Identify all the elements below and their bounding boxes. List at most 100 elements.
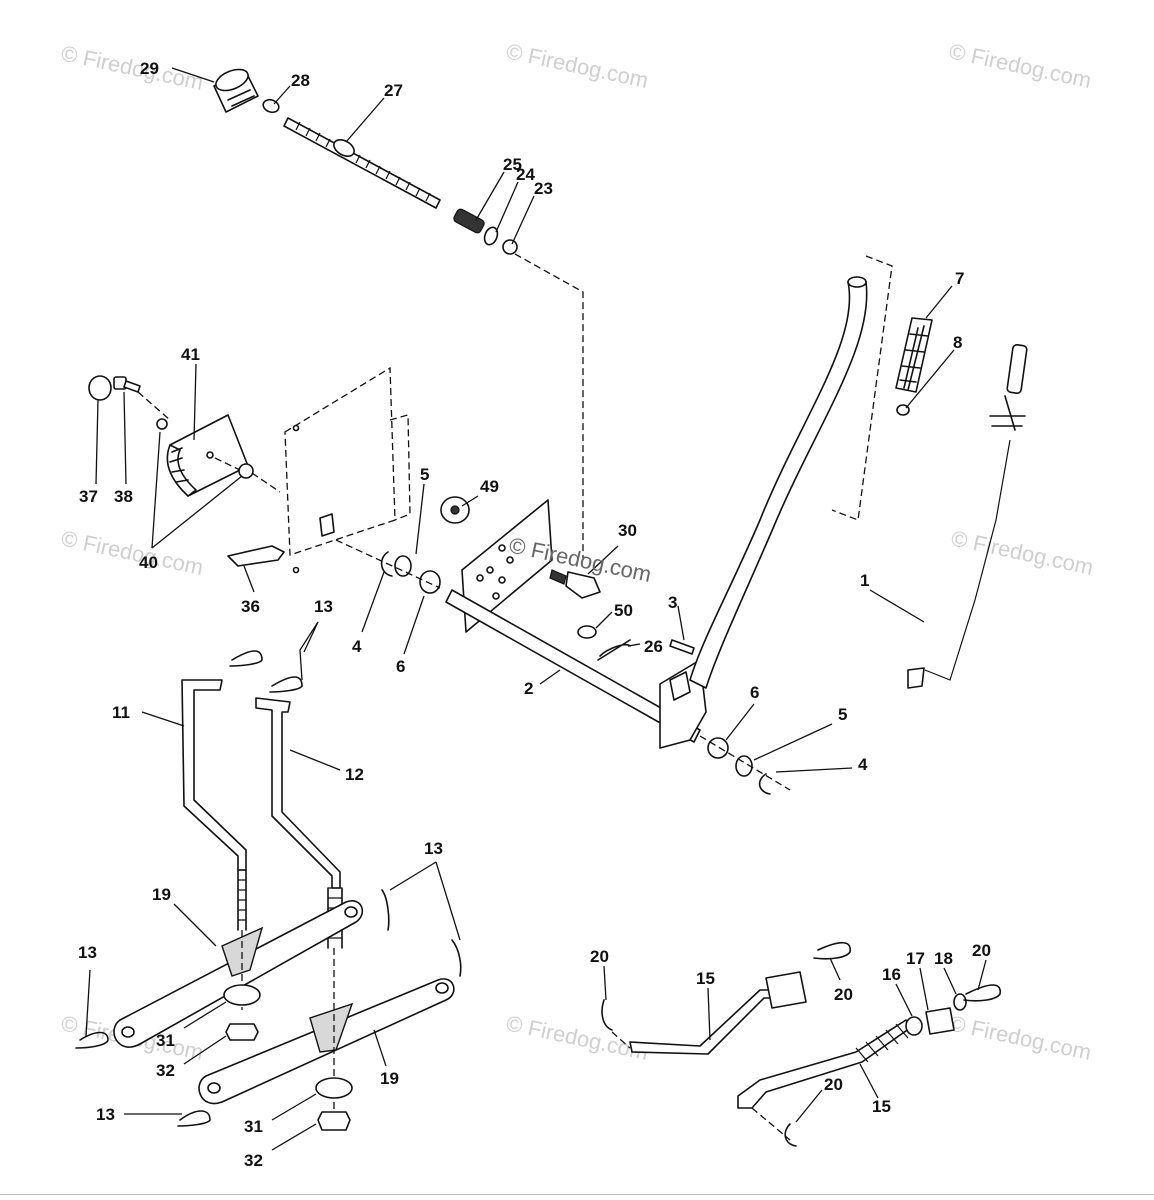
callout-label: 27 — [384, 81, 403, 100]
washer-icon — [953, 993, 967, 1011]
callout-label: 1 — [860, 571, 869, 590]
callout-label: 49 — [480, 477, 499, 496]
watermark: © Firedog.com — [59, 40, 206, 95]
washer-icon — [156, 418, 168, 430]
spring-icon — [453, 208, 485, 234]
handle-grip-icon — [895, 317, 933, 393]
hair-pin-icon — [784, 1123, 797, 1147]
hair-pin-icon — [381, 889, 390, 931]
washer-icon — [735, 755, 753, 777]
bushing-icon — [419, 570, 441, 594]
callout-label: 4 — [858, 755, 868, 774]
callout-label: 31 — [244, 1117, 263, 1136]
callout-label: 6 — [750, 683, 759, 702]
hair-pin-icon — [451, 939, 462, 977]
hair-pin-icon — [601, 999, 613, 1031]
pin-icon — [669, 639, 695, 655]
callout-label: 26 — [644, 637, 663, 656]
ring-icon — [88, 375, 112, 401]
nut-icon — [317, 1111, 351, 1131]
bushing-icon — [707, 737, 729, 759]
height-adjust-rod-assembly — [213, 68, 584, 560]
callout-label: 50 — [614, 601, 633, 620]
callout-label: 37 — [79, 487, 98, 506]
spacer-icon — [315, 1077, 353, 1099]
callout-label: 36 — [241, 597, 260, 616]
watermark: © Firedog.com — [59, 525, 206, 580]
screw-icon — [113, 376, 141, 393]
callout-label: 7 — [955, 269, 964, 288]
spacer-icon — [223, 984, 261, 1006]
callout-label: 13 — [314, 597, 333, 616]
callout-label: 5 — [420, 465, 429, 484]
lift-link-icon — [181, 679, 247, 871]
callout-label: 31 — [156, 1031, 175, 1050]
deck-rod-icon — [629, 989, 775, 1055]
watermark: © Firedog.com — [947, 38, 1094, 93]
knob-icon — [213, 68, 259, 113]
nut-icon — [502, 239, 518, 255]
cable-icon — [907, 343, 1028, 689]
hair-pin-icon — [813, 941, 851, 960]
callout-label: 2 — [524, 679, 533, 698]
watermark: © Firedog.com — [949, 525, 1096, 580]
callout-label: 17 — [906, 949, 925, 968]
callout-label: 24 — [516, 165, 535, 184]
callout-label: 19 — [380, 1069, 399, 1088]
hair-pin-icon — [229, 650, 263, 667]
lift-link-assembly — [75, 650, 462, 1131]
callout-label: 20 — [972, 941, 991, 960]
watermark: © Firedog.com — [504, 1010, 651, 1065]
callout-label: 20 — [824, 1075, 843, 1094]
side-plate-assembly — [88, 366, 411, 574]
callout-label: 13 — [424, 839, 443, 858]
ring-clip-icon — [380, 551, 393, 577]
callout-label: 11 — [112, 703, 130, 722]
bottom-rule — [0, 1194, 1154, 1195]
callout-label: 41 — [181, 345, 200, 364]
callout-label: 12 — [345, 765, 364, 784]
callout-label: 20 — [834, 985, 853, 1004]
leader-lines — [85, 67, 987, 1151]
callout-label: 18 — [934, 949, 953, 968]
adjuster-block-icon — [549, 569, 601, 599]
trunnion-icon — [925, 1007, 955, 1035]
hair-pin-icon — [177, 1110, 211, 1127]
callout-label: 32 — [244, 1151, 263, 1170]
deck-rod-icon — [737, 1019, 911, 1109]
callout-label: 23 — [534, 179, 553, 198]
callout-label: 3 — [668, 593, 677, 612]
hair-pin-icon — [75, 1031, 109, 1049]
callout-label: 20 — [590, 947, 609, 966]
callout-label: 8 — [953, 333, 962, 352]
callout-label: 30 — [618, 521, 637, 540]
washer-icon — [483, 226, 499, 246]
alignment-line — [514, 253, 584, 560]
lift-shaft-assembly — [335, 255, 1028, 795]
callout-label: 15 — [872, 1097, 891, 1116]
callout-labels: 29 28 27 25 24 23 41 37 38 40 36 5 4 6 4… — [78, 59, 991, 1170]
callout-label: 32 — [156, 1061, 175, 1080]
watermark: © Firedog.com — [947, 1010, 1094, 1065]
deck-rod-assembly — [601, 941, 1001, 1147]
callout-label: 25 — [503, 155, 522, 174]
callout-label: 15 — [696, 969, 715, 988]
washer-icon — [394, 555, 412, 577]
callout-label: 28 — [291, 71, 310, 90]
callout-label: 29 — [140, 59, 159, 78]
lift-link-icon — [255, 697, 341, 889]
ring-clip-icon — [758, 773, 771, 795]
watermark: © Firedog.com — [504, 38, 651, 93]
callout-label: 13 — [78, 943, 97, 962]
clip-icon — [227, 545, 285, 567]
washer-icon — [577, 625, 597, 639]
callout-label: 40 — [139, 553, 158, 572]
threaded-rod-icon — [283, 117, 441, 209]
callout-label: 38 — [114, 487, 133, 506]
callout-label: 6 — [396, 657, 405, 676]
callout-label: 16 — [882, 965, 901, 984]
callout-label: 5 — [838, 705, 847, 724]
callout-label: 13 — [96, 1105, 115, 1124]
nut-icon — [225, 1023, 259, 1041]
